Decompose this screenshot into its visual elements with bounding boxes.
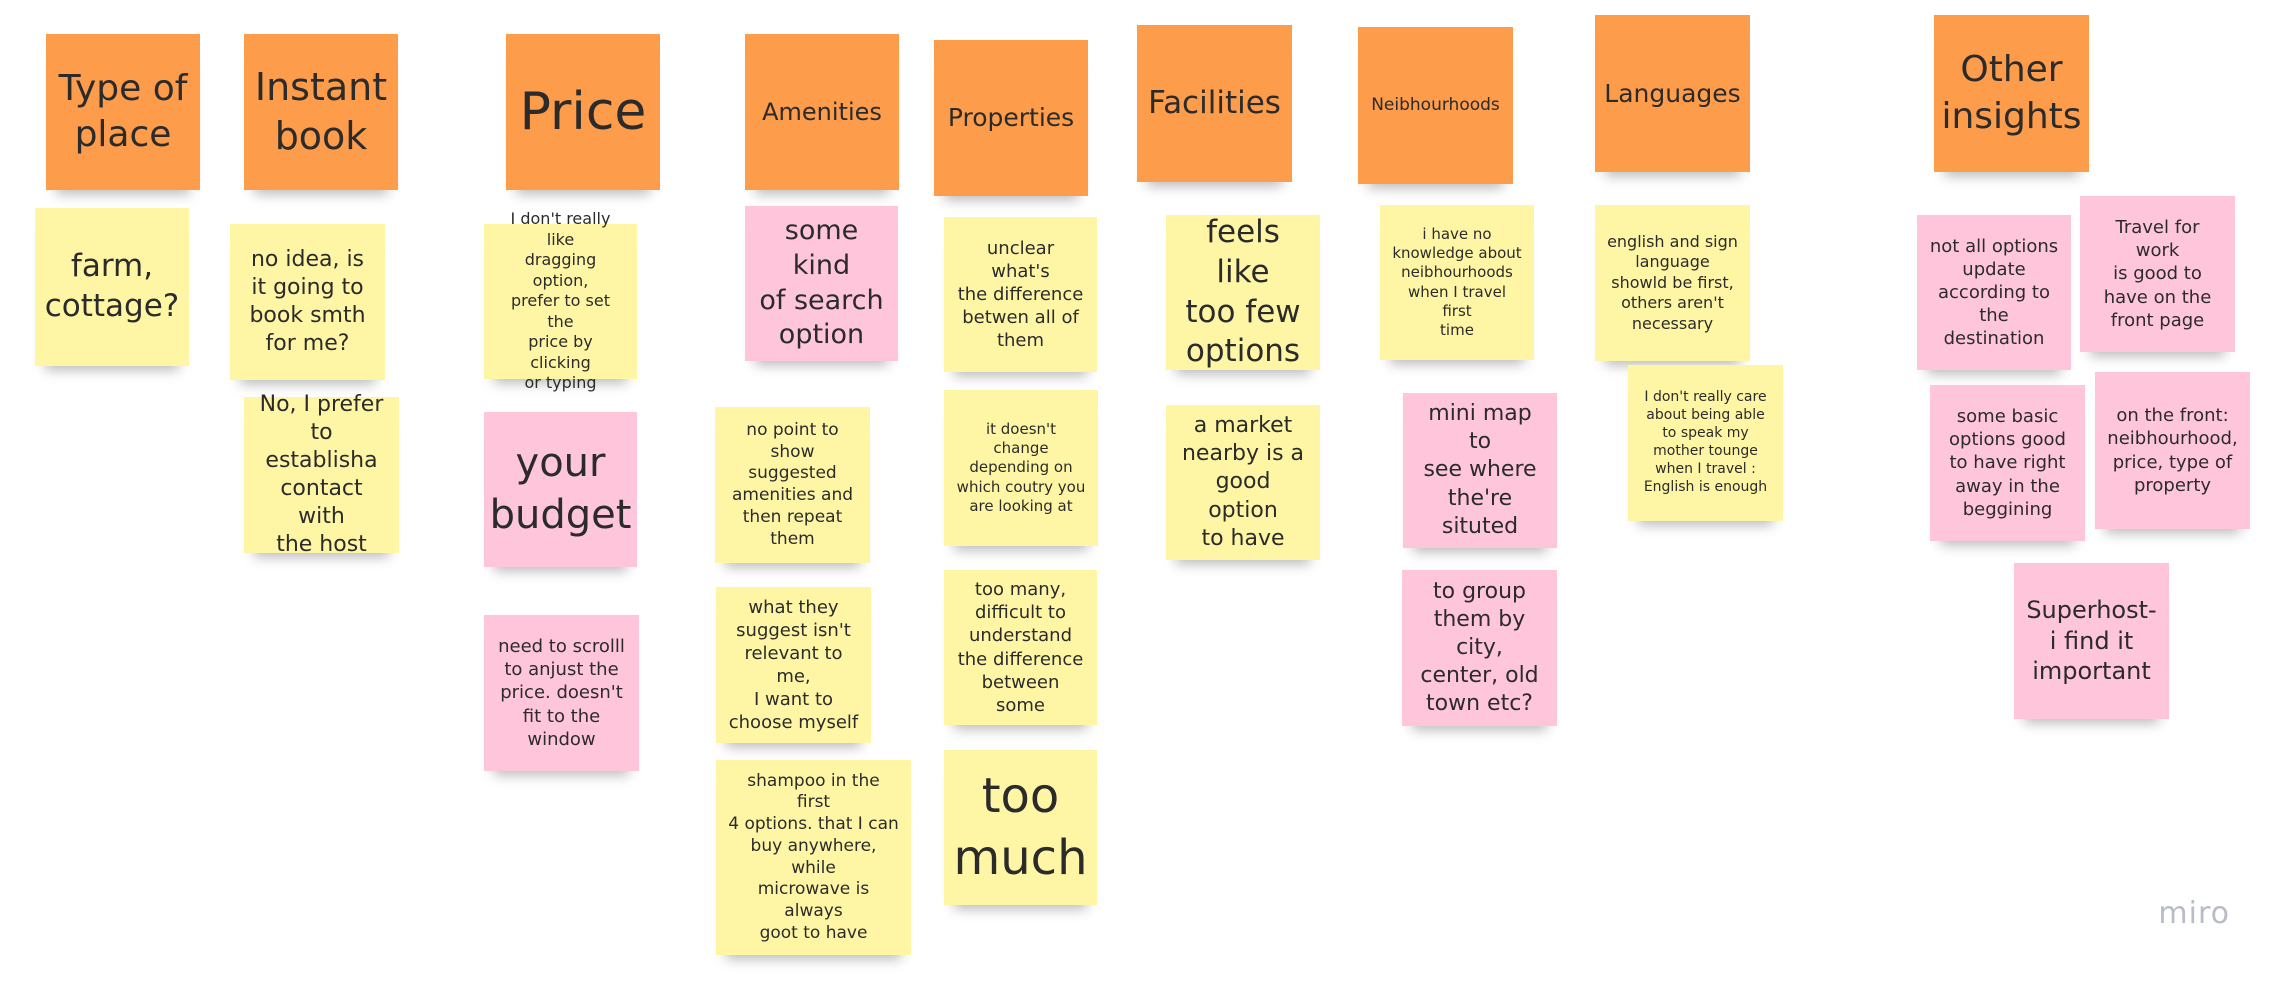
sticky-note[interactable]: I don't really care about being able to … — [1628, 365, 1783, 521]
sticky-note-text: i have no knowledge about neibhourhoods … — [1392, 224, 1522, 339]
sticky-note-text: what they suggest isn't relevant to me, … — [728, 596, 859, 734]
sticky-note-text: Superhost- i find it important — [2026, 595, 2157, 686]
sticky-note[interactable]: Superhost- i find it important — [2014, 563, 2169, 719]
sticky-note-text: feels like too few options — [1185, 214, 1301, 370]
sticky-note[interactable]: too many, difficult to understand the di… — [944, 570, 1097, 725]
header-label: Price — [519, 81, 647, 142]
sticky-note-text: not all options update according to the … — [1929, 235, 2059, 350]
sticky-note[interactable]: too much — [944, 750, 1097, 905]
sticky-note[interactable]: mini map to see where the're situted — [1403, 393, 1557, 548]
sticky-note-text: a market nearby is a good option to have — [1181, 413, 1305, 551]
miro-logo: miro — [2158, 896, 2230, 931]
header-neighbourhoods[interactable]: Neibhourhoods — [1358, 27, 1513, 184]
header-label: Amenities — [762, 97, 882, 126]
sticky-note-text: I don't really care about being able to … — [1643, 389, 1768, 495]
header-facilities[interactable]: Facilities — [1137, 25, 1292, 182]
sticky-note[interactable]: i have no knowledge about neibhourhoods … — [1380, 205, 1534, 360]
sticky-note[interactable]: need to scrolll to anjust the price. doe… — [484, 615, 639, 771]
sticky-note-text: some kind of search option — [759, 215, 884, 351]
sticky-note-text: need to scrolll to anjust the price. doe… — [498, 636, 625, 750]
sticky-note[interactable]: Travel for work is good to have on the f… — [2080, 196, 2235, 352]
header-label: Instant book — [254, 65, 388, 158]
header-price[interactable]: Price — [506, 34, 660, 190]
sticky-note[interactable]: to group them by city, center, old town … — [1402, 570, 1557, 726]
sticky-note[interactable]: on the front: neibhourhood, price, type … — [2095, 372, 2250, 529]
sticky-note[interactable]: some kind of search option — [745, 206, 898, 361]
sticky-note[interactable]: shampoo in the first 4 options. that I c… — [716, 760, 911, 955]
sticky-note-text: your budget — [489, 440, 632, 538]
sticky-note-text: farm, cottage? — [44, 248, 180, 324]
sticky-note[interactable]: it doesn't change depending on which cou… — [944, 390, 1098, 546]
sticky-note[interactable]: not all options update according to the … — [1917, 215, 2071, 370]
sticky-note[interactable]: no idea, is it going to book smth for me… — [230, 224, 385, 380]
header-type-of-place[interactable]: Type of place — [46, 34, 200, 190]
header-label: Type of place — [58, 67, 188, 155]
sticky-note-text: shampoo in the first 4 options. that I c… — [728, 770, 899, 943]
header-label: Neibhourhoods — [1371, 94, 1500, 115]
sticky-note-text: to group them by city, center, old town … — [1420, 578, 1539, 717]
sticky-note-text: english and sign language showld be firs… — [1607, 231, 1738, 333]
sticky-note-text: some basic options good to have right aw… — [1949, 406, 2066, 520]
header-label: Properties — [947, 103, 1075, 132]
header-amenities[interactable]: Amenities — [745, 34, 899, 190]
header-languages[interactable]: Languages — [1595, 15, 1750, 172]
sticky-note[interactable]: english and sign language showld be firs… — [1595, 205, 1750, 361]
header-properties[interactable]: Properties — [934, 40, 1088, 196]
sticky-note[interactable]: feels like too few options — [1166, 214, 1320, 370]
sticky-note-text: No, I prefer to establisha contact with … — [259, 391, 384, 558]
sticky-note[interactable]: a market nearby is a good option to have — [1166, 405, 1320, 560]
sticky-note-text: unclear what's the difference betwen all… — [957, 237, 1084, 352]
sticky-note[interactable]: no point to show suggested amenities and… — [715, 407, 870, 563]
sticky-note-text: on the front: neibhourhood, price, type … — [2107, 405, 2238, 496]
sticky-note-text: I don't really like dragging option, pre… — [510, 209, 611, 393]
sticky-note-text: it doesn't change depending on which cou… — [956, 420, 1086, 515]
header-instant-book[interactable]: Instant book — [244, 34, 398, 190]
sticky-note[interactable]: I don't really like dragging option, pre… — [484, 209, 637, 392]
sticky-note-text: too many, difficult to understand the di… — [957, 579, 1084, 716]
header-label: Languages — [1604, 78, 1741, 108]
sticky-note[interactable]: farm, cottage? — [35, 208, 189, 366]
sticky-note[interactable]: what they suggest isn't relevant to me, … — [716, 587, 871, 743]
sticky-note-text: no idea, is it going to book smth for me… — [249, 246, 366, 357]
sticky-note[interactable]: some basic options good to have right aw… — [1930, 385, 2085, 541]
sticky-note[interactable]: your budget — [484, 412, 637, 567]
header-other-insights[interactable]: Other insights — [1934, 15, 2089, 172]
sticky-note[interactable]: No, I prefer to establisha contact with … — [244, 392, 399, 557]
sticky-note-text: no point to show suggested amenities and… — [731, 419, 854, 549]
sticky-note-text: mini map to see where the're situted — [1423, 401, 1537, 539]
header-label: Other insights — [1941, 49, 2082, 137]
sticky-note-text: Travel for work is good to have on the f… — [2103, 217, 2212, 331]
sticky-note[interactable]: unclear what's the difference betwen all… — [944, 217, 1097, 372]
sticky-note-text: too much — [953, 768, 1088, 886]
header-label: Facilities — [1148, 84, 1281, 121]
